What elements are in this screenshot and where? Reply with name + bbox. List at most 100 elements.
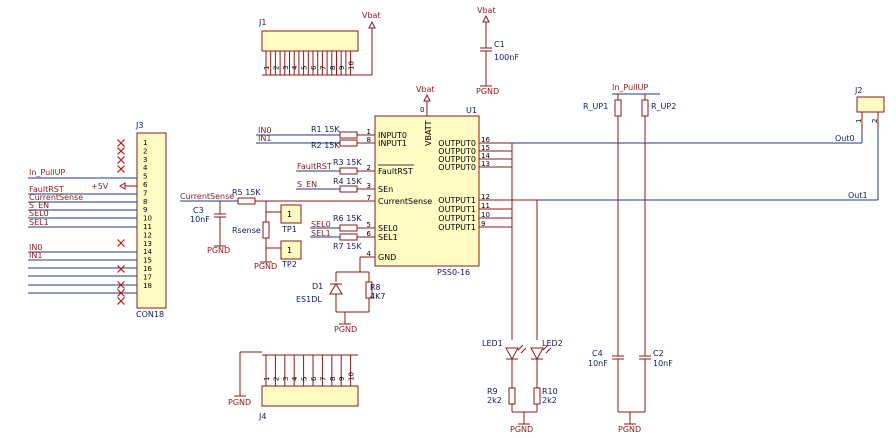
u1-pin-number: 6 (367, 230, 372, 238)
j1-vbat-symbol (368, 20, 376, 29)
faultrst-net-label: FaultRST (297, 162, 332, 171)
j1-pin-number: 1 (263, 66, 271, 70)
output-bus: Out0 Out1 (493, 131, 879, 340)
tp1-label: TP1 (281, 225, 297, 234)
j3-pin-number: 13 (143, 240, 152, 248)
j3-pin-number: 5 (143, 173, 147, 181)
j4-pin-number: 4 (291, 376, 299, 381)
u1-pin-name: OUTPUT1 (438, 205, 476, 214)
s-en-net-label: S_EN (297, 180, 317, 189)
u1-pin-number: 2 (367, 164, 371, 172)
tp2-label: TP2 (281, 260, 297, 269)
r3-label: R3 15K (333, 158, 362, 167)
led2-label: LED2 (542, 339, 563, 348)
j3-net-label: IN1 (29, 251, 42, 260)
r7-label: R7 15K (333, 242, 362, 251)
c4-value: 10nF (588, 359, 608, 368)
c1-gnd-label: PGND (476, 87, 499, 96)
j3-pin-number: 12 (143, 231, 152, 239)
r10-ref: R10 (542, 387, 558, 396)
j3-pin-number: 16 (143, 265, 152, 273)
j3-pin-number: 9 (143, 206, 147, 214)
u1-pin-name: INPUT0 (378, 131, 407, 140)
j2-pin-number: 1 (855, 119, 863, 123)
j4-pin-number: 6 (310, 376, 318, 381)
j3-plus5v-arrow (119, 182, 126, 190)
u1-pin-number: 11 (481, 202, 490, 210)
j1-pin-number: 10 (348, 61, 356, 70)
gnd-network-gnd-label: PGND (334, 325, 357, 334)
r1-label: R1 15K (311, 125, 340, 134)
j3-pin-number: 7 (143, 189, 147, 197)
j3-plus5v-label: +5V (91, 182, 109, 191)
rup1-label: R_UP1 (583, 102, 608, 111)
j4-pin-number: 5 (301, 377, 309, 381)
u1-vbat-label: Vbat (416, 85, 435, 94)
input-resistors: IN0 R1 15K IN1 R2 15K FaultRST R3 15K S_… (180, 125, 375, 251)
u1-vbatt-pin-name: VBATT (424, 120, 433, 146)
tp1-body (280, 204, 302, 224)
j1-vbat-label: Vbat (362, 11, 381, 20)
j4-ref: J4 (258, 412, 266, 421)
j4-gnd-label: PGND (228, 398, 251, 407)
u1-pin-name: CurrentSense (378, 197, 432, 206)
j4-pin-number: 9 (338, 377, 346, 381)
u1-pin-name: SEL1 (378, 233, 398, 242)
j2-pin-number: 2 (871, 119, 879, 123)
u1-pin-number: 8 (367, 136, 371, 144)
sel1-net-label: SEL1 (311, 229, 331, 238)
r2-label: R2 15K (311, 141, 340, 150)
j3-pin-number: 2 (143, 147, 147, 155)
u1-pin-number: 16 (481, 136, 490, 144)
c1-vbat-label: Vbat (477, 6, 496, 15)
c4-ref: C4 (592, 349, 603, 358)
j3-body (136, 132, 167, 309)
j3-net-label: In_PullUP (29, 168, 65, 177)
j4-pin-number: 3 (282, 377, 290, 381)
u1-pin-number: 1 (367, 128, 371, 136)
j3-pin-number: 15 (143, 257, 152, 265)
j3-pin-number: 4 (143, 164, 148, 172)
u1-pin-name: OUTPUT0 (438, 139, 476, 148)
led1-symbol (505, 347, 519, 361)
r8-ref: R8 (370, 283, 381, 292)
u1-body (374, 115, 480, 267)
pullup-net-label: In_PullUP (612, 83, 648, 92)
connector-j2: J2 1 2 (854, 86, 885, 131)
r5-label: R5 15K (232, 188, 261, 197)
j3-pin-number: 1 (143, 139, 147, 147)
r9-value: 2k2 (487, 396, 502, 405)
u1-pin-name: OUTPUT0 (438, 147, 476, 156)
u1-pin-number: 9 (481, 220, 485, 228)
j1-pin-number: 3 (282, 66, 290, 70)
u1-pin-name: OUTPUT1 (438, 214, 476, 223)
c3-ref: C3 (193, 206, 204, 215)
j1-ref: J1 (258, 18, 266, 27)
led1-label: LED1 (482, 339, 503, 348)
j3-net-label: FaultRST (29, 185, 64, 194)
j2-ref: J2 (854, 86, 862, 95)
u1-pin-number: 15 (481, 144, 490, 152)
j1-pin-number: 8 (329, 66, 337, 70)
j3-net-label: CurrentSense (29, 193, 83, 202)
d1-symbol (329, 283, 343, 295)
rsense-gnd-label: PGND (254, 262, 277, 271)
j1-pin-number: 7 (319, 66, 327, 70)
c3-gnd-label: PGND (207, 246, 230, 255)
j1-pin-number: 4 (291, 65, 299, 70)
u1-pin-number: 7 (367, 194, 371, 202)
j3-pin-number: 8 (143, 198, 147, 206)
capacitor-c1: Vbat C1 100nF PGND (476, 6, 519, 96)
j1-body (261, 30, 359, 52)
r10-value: 2k2 (542, 396, 557, 405)
out1-net-label: Out1 (848, 191, 868, 200)
gnd-network: D1 ES1DL R8 4K7 PGND (296, 256, 385, 334)
r6-label: R6 15K (333, 214, 362, 223)
led-gnd-label: PGND (510, 425, 533, 434)
j4-body (261, 385, 359, 407)
j3-pin-number: 11 (143, 223, 152, 231)
caps-gnd-label: PGND (618, 425, 641, 434)
